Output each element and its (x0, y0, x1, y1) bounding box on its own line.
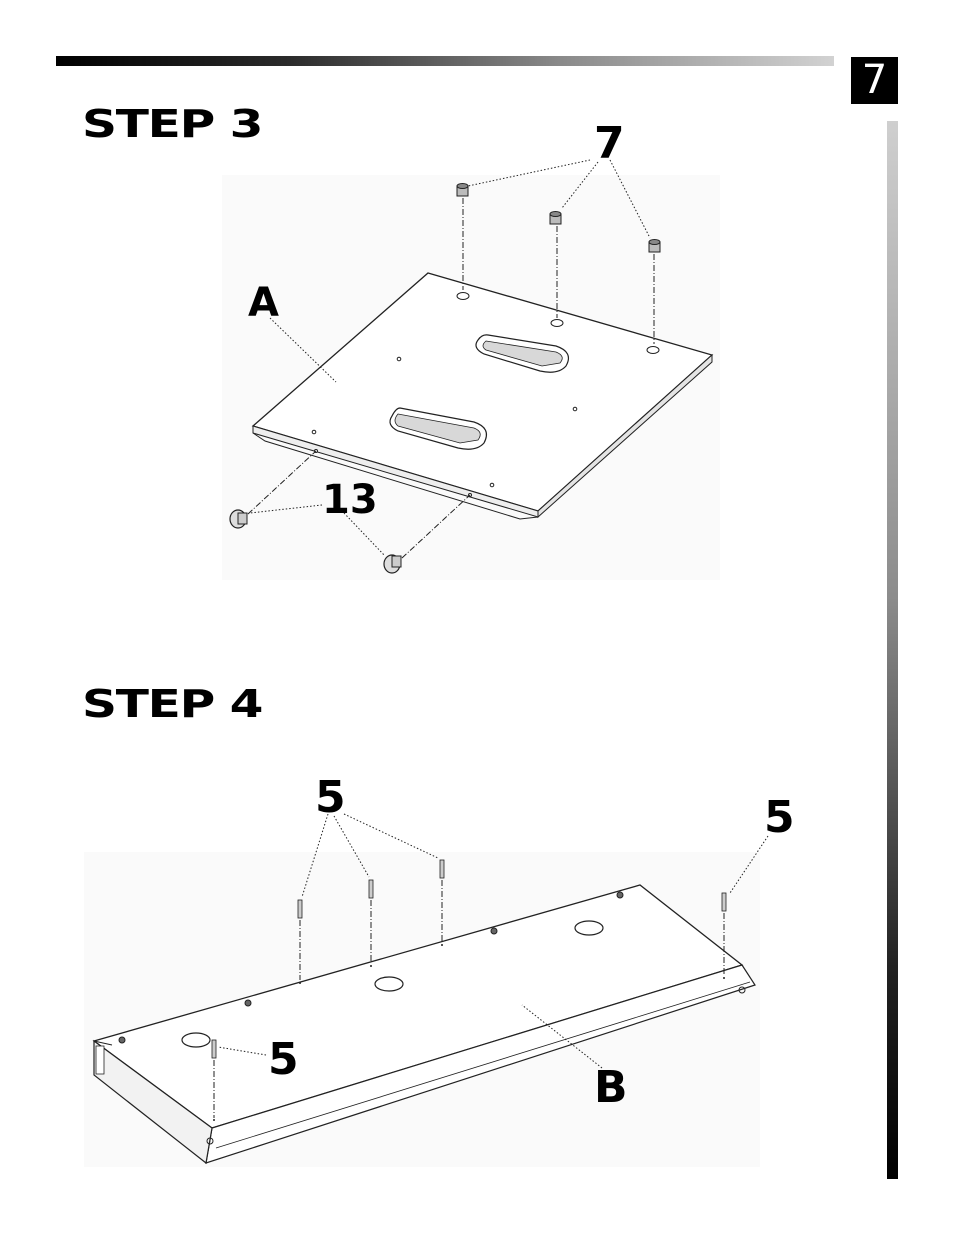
callout-5-group: 5 (315, 772, 346, 823)
callout-b: B (594, 1062, 628, 1113)
callout-5-left: 5 (268, 1034, 299, 1085)
callout-5-right: 5 (764, 792, 795, 843)
